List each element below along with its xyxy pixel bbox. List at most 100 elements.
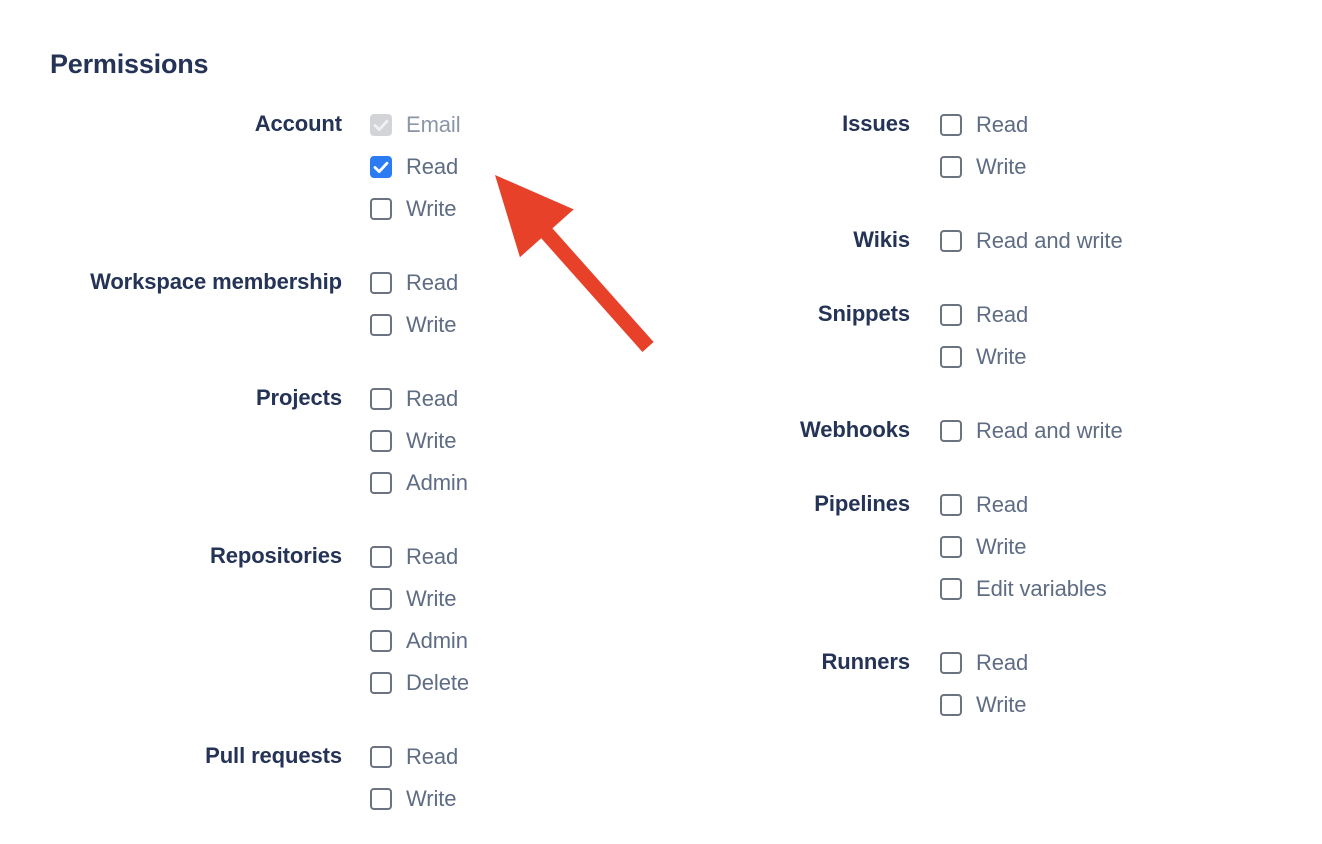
permission-option-label[interactable]: Admin: [406, 628, 468, 653]
checkbox-unchecked[interactable]: [370, 788, 392, 810]
permission-option-label[interactable]: Read: [976, 112, 1029, 137]
permission-option-label[interactable]: Read: [406, 544, 459, 569]
checkbox-unchecked[interactable]: [940, 156, 962, 178]
permission-option-label[interactable]: Write: [406, 196, 457, 221]
checkbox-unchecked[interactable]: [370, 472, 392, 494]
permission-option-row[interactable]: Admin: [370, 462, 468, 504]
permission-group-label: Pull requests: [205, 743, 342, 768]
permission-option-row[interactable]: Write: [370, 778, 458, 820]
permission-option-row[interactable]: Read and write: [940, 410, 1123, 452]
permission-option-label[interactable]: Email: [406, 112, 461, 137]
checkbox-unchecked[interactable]: [940, 346, 962, 368]
permission-group-label: Runners: [821, 649, 910, 674]
checkbox-unchecked[interactable]: [940, 230, 962, 252]
permission-group-label: Repositories: [209, 543, 342, 568]
permission-option-row[interactable]: Read: [370, 536, 469, 578]
permission-option-label[interactable]: Write: [976, 534, 1027, 559]
permission-group-label: Workspace membership: [90, 269, 342, 294]
permission-option-row[interactable]: Read: [370, 262, 458, 304]
permission-option-row[interactable]: Read: [370, 378, 468, 420]
permission-option-row[interactable]: Admin: [370, 620, 469, 662]
checkbox-unchecked[interactable]: [940, 578, 962, 600]
checkbox-unchecked[interactable]: [370, 430, 392, 452]
permission-option-label[interactable]: Admin: [406, 470, 468, 495]
permission-option-row[interactable]: Write: [370, 188, 461, 230]
checkbox-unchecked[interactable]: [370, 588, 392, 610]
permission-group: Webhooks Read and write: [660, 410, 1320, 452]
permission-option-row[interactable]: Write: [940, 684, 1028, 726]
permission-option-row[interactable]: Delete: [370, 662, 469, 704]
permission-group-label: Projects: [255, 385, 342, 410]
permission-group-label: Issues: [842, 111, 910, 136]
permission-option-row[interactable]: Write: [940, 526, 1107, 568]
permission-option-label[interactable]: Write: [976, 154, 1027, 179]
checkbox-unchecked[interactable]: [940, 494, 962, 516]
permission-option-row[interactable]: Read and write: [940, 220, 1123, 262]
checkbox-checked[interactable]: [370, 156, 392, 178]
checkbox-unchecked[interactable]: [940, 694, 962, 716]
permission-option-label[interactable]: Write: [406, 428, 457, 453]
permission-group-label: Snippets: [817, 301, 910, 326]
permission-option-label[interactable]: Delete: [406, 670, 469, 695]
permission-option-row[interactable]: Write: [370, 420, 468, 462]
checkbox-unchecked[interactable]: [370, 198, 392, 220]
checkbox-unchecked[interactable]: [370, 314, 392, 336]
checkbox-unchecked[interactable]: [940, 304, 962, 326]
permission-option-row[interactable]: Read: [940, 642, 1028, 684]
checkbox-unchecked[interactable]: [940, 114, 962, 136]
permission-option-label[interactable]: Edit variables: [976, 576, 1107, 601]
permission-option-row[interactable]: Edit variables: [940, 568, 1107, 610]
checkbox-unchecked[interactable]: [370, 672, 392, 694]
checkbox-unchecked[interactable]: [370, 746, 392, 768]
permission-option-label[interactable]: Read: [976, 492, 1029, 517]
permission-option-label[interactable]: Read: [976, 302, 1029, 327]
permission-option-label[interactable]: Read: [406, 386, 459, 411]
permission-option-label[interactable]: Read: [406, 270, 459, 295]
page-title: Permissions: [50, 49, 209, 79]
checkbox-unchecked[interactable]: [370, 630, 392, 652]
checkbox-unchecked[interactable]: [370, 546, 392, 568]
checkbox-unchecked[interactable]: [370, 272, 392, 294]
permission-option-label[interactable]: Write: [976, 344, 1027, 369]
checkbox-unchecked[interactable]: [940, 536, 962, 558]
permission-option-row[interactable]: Write: [370, 578, 469, 620]
permission-option-label[interactable]: Write: [406, 586, 457, 611]
permission-option-row[interactable]: Read: [940, 104, 1028, 146]
permission-group-label: Webhooks: [799, 417, 910, 442]
permission-option-list: Read and write: [910, 410, 1123, 452]
permission-option-list: Read and write: [910, 220, 1123, 262]
permission-option-row[interactable]: Write: [370, 304, 458, 346]
checkbox-unchecked[interactable]: [940, 652, 962, 674]
permission-option-label[interactable]: Read and write: [976, 228, 1123, 253]
permission-option-label[interactable]: Write: [976, 692, 1027, 717]
permission-option-label[interactable]: Read: [976, 650, 1029, 675]
permission-option-label[interactable]: Read: [406, 154, 459, 179]
permission-option-label[interactable]: Write: [406, 312, 457, 337]
permission-option-label[interactable]: Read: [406, 744, 459, 769]
permission-option-label[interactable]: Read and write: [976, 418, 1123, 443]
permission-option-row[interactable]: Write: [940, 146, 1028, 188]
permission-option-row[interactable]: Read: [940, 294, 1028, 336]
checkbox-unchecked[interactable]: [370, 388, 392, 410]
permission-option-row[interactable]: Email: [370, 104, 461, 146]
permission-option-row[interactable]: Write: [940, 336, 1028, 378]
permission-option-row[interactable]: Read: [370, 736, 458, 778]
checkbox-unchecked[interactable]: [940, 420, 962, 442]
permission-option-label[interactable]: Write: [406, 786, 457, 811]
permission-option-row[interactable]: Read: [370, 146, 461, 188]
permission-group-label: Account: [254, 111, 342, 136]
permission-option-row[interactable]: Read: [940, 484, 1107, 526]
